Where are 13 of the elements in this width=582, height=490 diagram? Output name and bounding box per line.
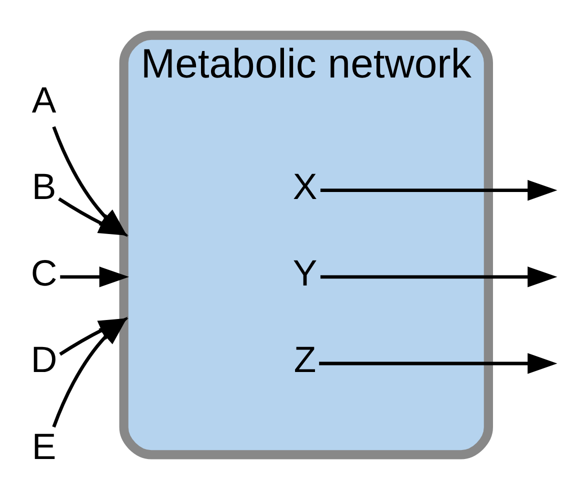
node-text: B [32,166,56,207]
arrow [58,197,129,236]
node-text: Y [292,252,318,294]
node-text: Z [294,339,316,380]
node-text: E [32,426,56,467]
node-text: X [292,166,318,207]
arrow [320,266,558,288]
node-text: D [30,339,58,380]
node-text: C [30,252,58,294]
arrow [320,180,558,201]
arrow [60,266,129,288]
node-text: A [32,79,56,120]
arrow [319,353,558,374]
